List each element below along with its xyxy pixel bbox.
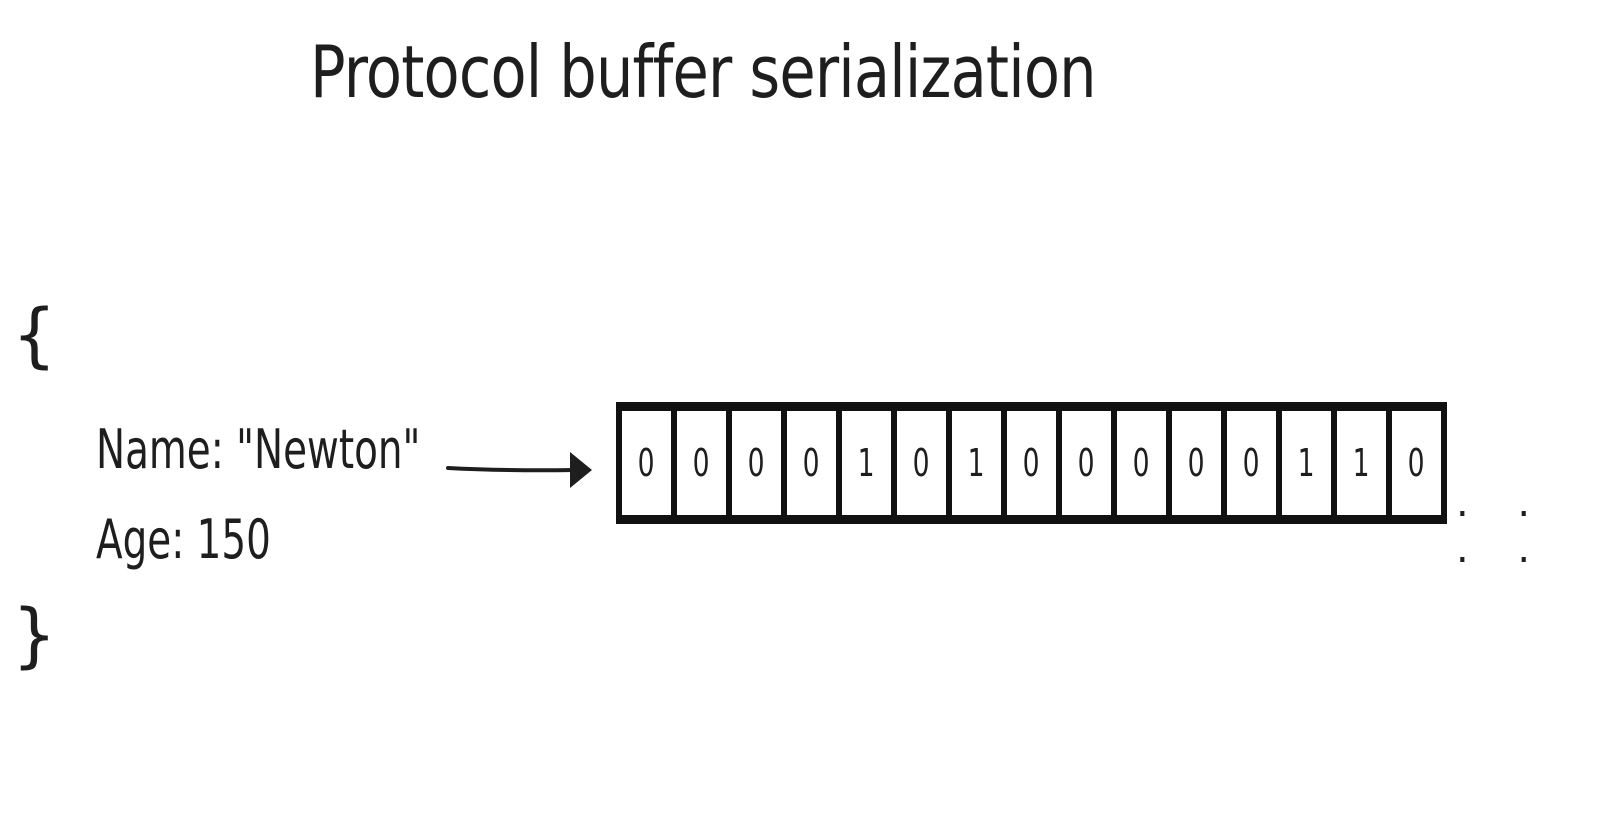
bit-cell: 0 bbox=[897, 411, 952, 515]
bit-cell: 0 bbox=[787, 411, 842, 515]
bit-cell: 0 bbox=[1062, 411, 1117, 515]
bit-cell: 1 bbox=[1282, 411, 1337, 515]
continuation-ellipsis: . . . . bbox=[1456, 480, 1549, 572]
field-name: Name: "Newton" bbox=[96, 418, 421, 481]
bit-cell: 0 bbox=[1117, 411, 1172, 515]
bit-cell: 0 bbox=[1172, 411, 1227, 515]
bit-cell: 0 bbox=[622, 411, 677, 515]
diagram-title: Protocol buffer serialization bbox=[310, 30, 1097, 114]
arrow-right-icon bbox=[446, 452, 592, 488]
bit-cell: 0 bbox=[1227, 411, 1282, 515]
object-open-brace: { bbox=[12, 294, 57, 376]
bit-cell: 1 bbox=[1337, 411, 1392, 515]
bit-array: 0 0 0 0 1 0 1 0 0 0 0 0 1 1 0 bbox=[616, 402, 1447, 524]
bit-cell: 1 bbox=[842, 411, 897, 515]
object-close-brace: } bbox=[12, 594, 57, 676]
field-age: Age: 150 bbox=[96, 508, 271, 571]
bit-cell: 0 bbox=[1007, 411, 1062, 515]
bit-cell: 0 bbox=[677, 411, 732, 515]
bit-cell: 0 bbox=[732, 411, 787, 515]
bit-cell: 0 bbox=[1392, 411, 1447, 515]
bit-cell: 1 bbox=[952, 411, 1007, 515]
